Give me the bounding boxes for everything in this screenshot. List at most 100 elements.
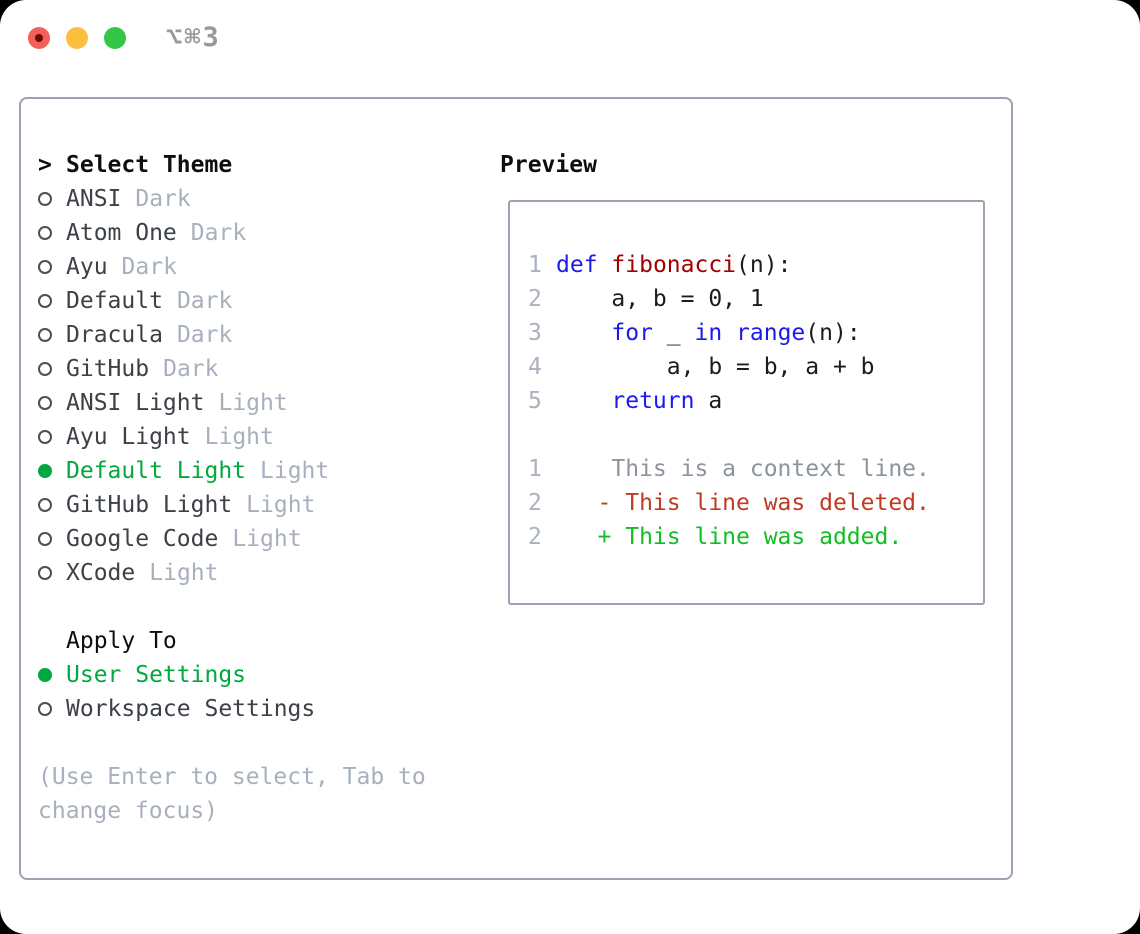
theme-name: Atom One [66,220,177,246]
radio-icon [38,498,52,512]
code-line: 2 a, b = 0, 1 [528,282,930,316]
theme-option-atom-one[interactable]: Atom One Dark [38,216,329,250]
theme-name: ANSI [66,186,122,212]
theme-variant-tag: Light [218,390,288,416]
minimize-button-icon[interactable] [66,27,88,49]
theme-variant-tag: Light [232,526,302,552]
theme-name: Dracula [66,322,163,348]
radio-icon [38,328,52,342]
code-text: + This line was added. [556,524,903,550]
radio-icon [38,362,52,376]
radio-icon [38,532,52,546]
line-number: 3 [528,320,542,346]
radio-icon [38,226,52,240]
line-number: 5 [528,388,542,414]
unsaved-dot-icon [35,34,43,42]
code-line [528,418,930,452]
code-segment-fn: fibonacci [611,252,737,278]
theme-list-header: > Select Theme [38,148,329,182]
apply-option-label: User Settings [66,662,247,688]
apply-option-label: Workspace Settings [66,696,316,722]
code-line: 1 This is a context line. [528,452,930,486]
theme-list-title: Select Theme [66,152,233,178]
line-number: 2 [528,524,542,550]
code-text: a, b = b, a + b [556,354,875,380]
theme-name: Default [66,288,163,314]
window-title: ⌥⌘3 [166,22,221,53]
prompt-caret-icon: > [38,152,52,178]
theme-variant-tag: Dark [190,220,247,246]
code-segment-ctx: This is a context line. [556,456,930,482]
code-text: def fibonacci(n): [556,252,791,278]
code-line: 2 - This line was deleted. [528,486,930,520]
code-text: a, b = 0, 1 [556,286,764,312]
code-line: 5 return a [528,384,930,418]
theme-name: XCode [66,560,136,586]
theme-name: GitHub [66,356,150,382]
theme-option-xcode[interactable]: XCode Light [38,556,329,590]
theme-option-ayu[interactable]: Ayu Dark [38,250,329,284]
close-button-icon[interactable] [28,27,50,49]
code-segment-plain [556,388,611,414]
theme-variant-tag: Light [149,560,219,586]
radio-selected-icon [38,464,52,478]
apply-to-title: Apply To [66,628,177,654]
theme-variant-tag: Light [260,458,330,484]
radio-icon [38,566,52,580]
theme-name: Ayu [66,254,108,280]
code-text: for _ in range(n): [556,320,861,346]
line-number: 2 [528,286,542,312]
zoom-button-icon[interactable] [104,27,126,49]
theme-variant-tag: Dark [163,356,219,382]
theme-name: GitHub Light [66,492,233,518]
code-segment-kw: for [611,320,653,346]
line-number: 2 [528,490,542,516]
hint-line-1: (Use Enter to select, Tab to [38,764,426,790]
theme-option-default-light[interactable]: Default Light Light [38,454,329,488]
theme-name: Default Light [66,458,247,484]
code-segment-del: - This line was deleted. [556,490,930,516]
traffic-lights [28,27,126,49]
code-segment-plain: (n): [736,252,792,278]
radio-icon [38,260,52,274]
code-segment-plain [598,252,612,278]
theme-variant-tag: Dark [121,254,177,280]
theme-option-default[interactable]: Default Dark [38,284,329,318]
radio-icon [38,396,52,410]
keyboard-hint: (Use Enter to select, Tab to change focus… [38,760,426,828]
apply-option-workspace-settings[interactable]: Workspace Settings [38,692,315,726]
code-segment-plain [722,320,736,346]
theme-option-github[interactable]: GitHub Dark [38,352,329,386]
code-line: 3 for _ in range(n): [528,316,930,350]
radio-icon [38,430,52,444]
code-segment-plain: a, b = 0, 1 [556,286,764,312]
code-segment-kw: return [611,388,695,414]
code-segment-kw: in [694,320,723,346]
code-text: return a [556,388,722,414]
line-number: 4 [528,354,542,380]
code-text: - This line was deleted. [556,490,930,516]
code-segment-plain: (n): [805,320,861,346]
theme-variant-tag: Light [204,424,274,450]
apply-option-user-settings[interactable]: User Settings [38,658,315,692]
hint-line-2: change focus) [38,798,219,824]
radio-selected-icon [38,668,52,682]
radio-icon [38,192,52,206]
code-segment-plain: _ [652,320,695,346]
code-segment-kw: range [736,320,806,346]
radio-icon [38,702,52,716]
code-segment-plain: a [694,388,723,414]
code-segment-kw: def [556,252,598,278]
theme-variant-tag: Dark [176,288,233,314]
code-text: This is a context line. [556,456,930,482]
